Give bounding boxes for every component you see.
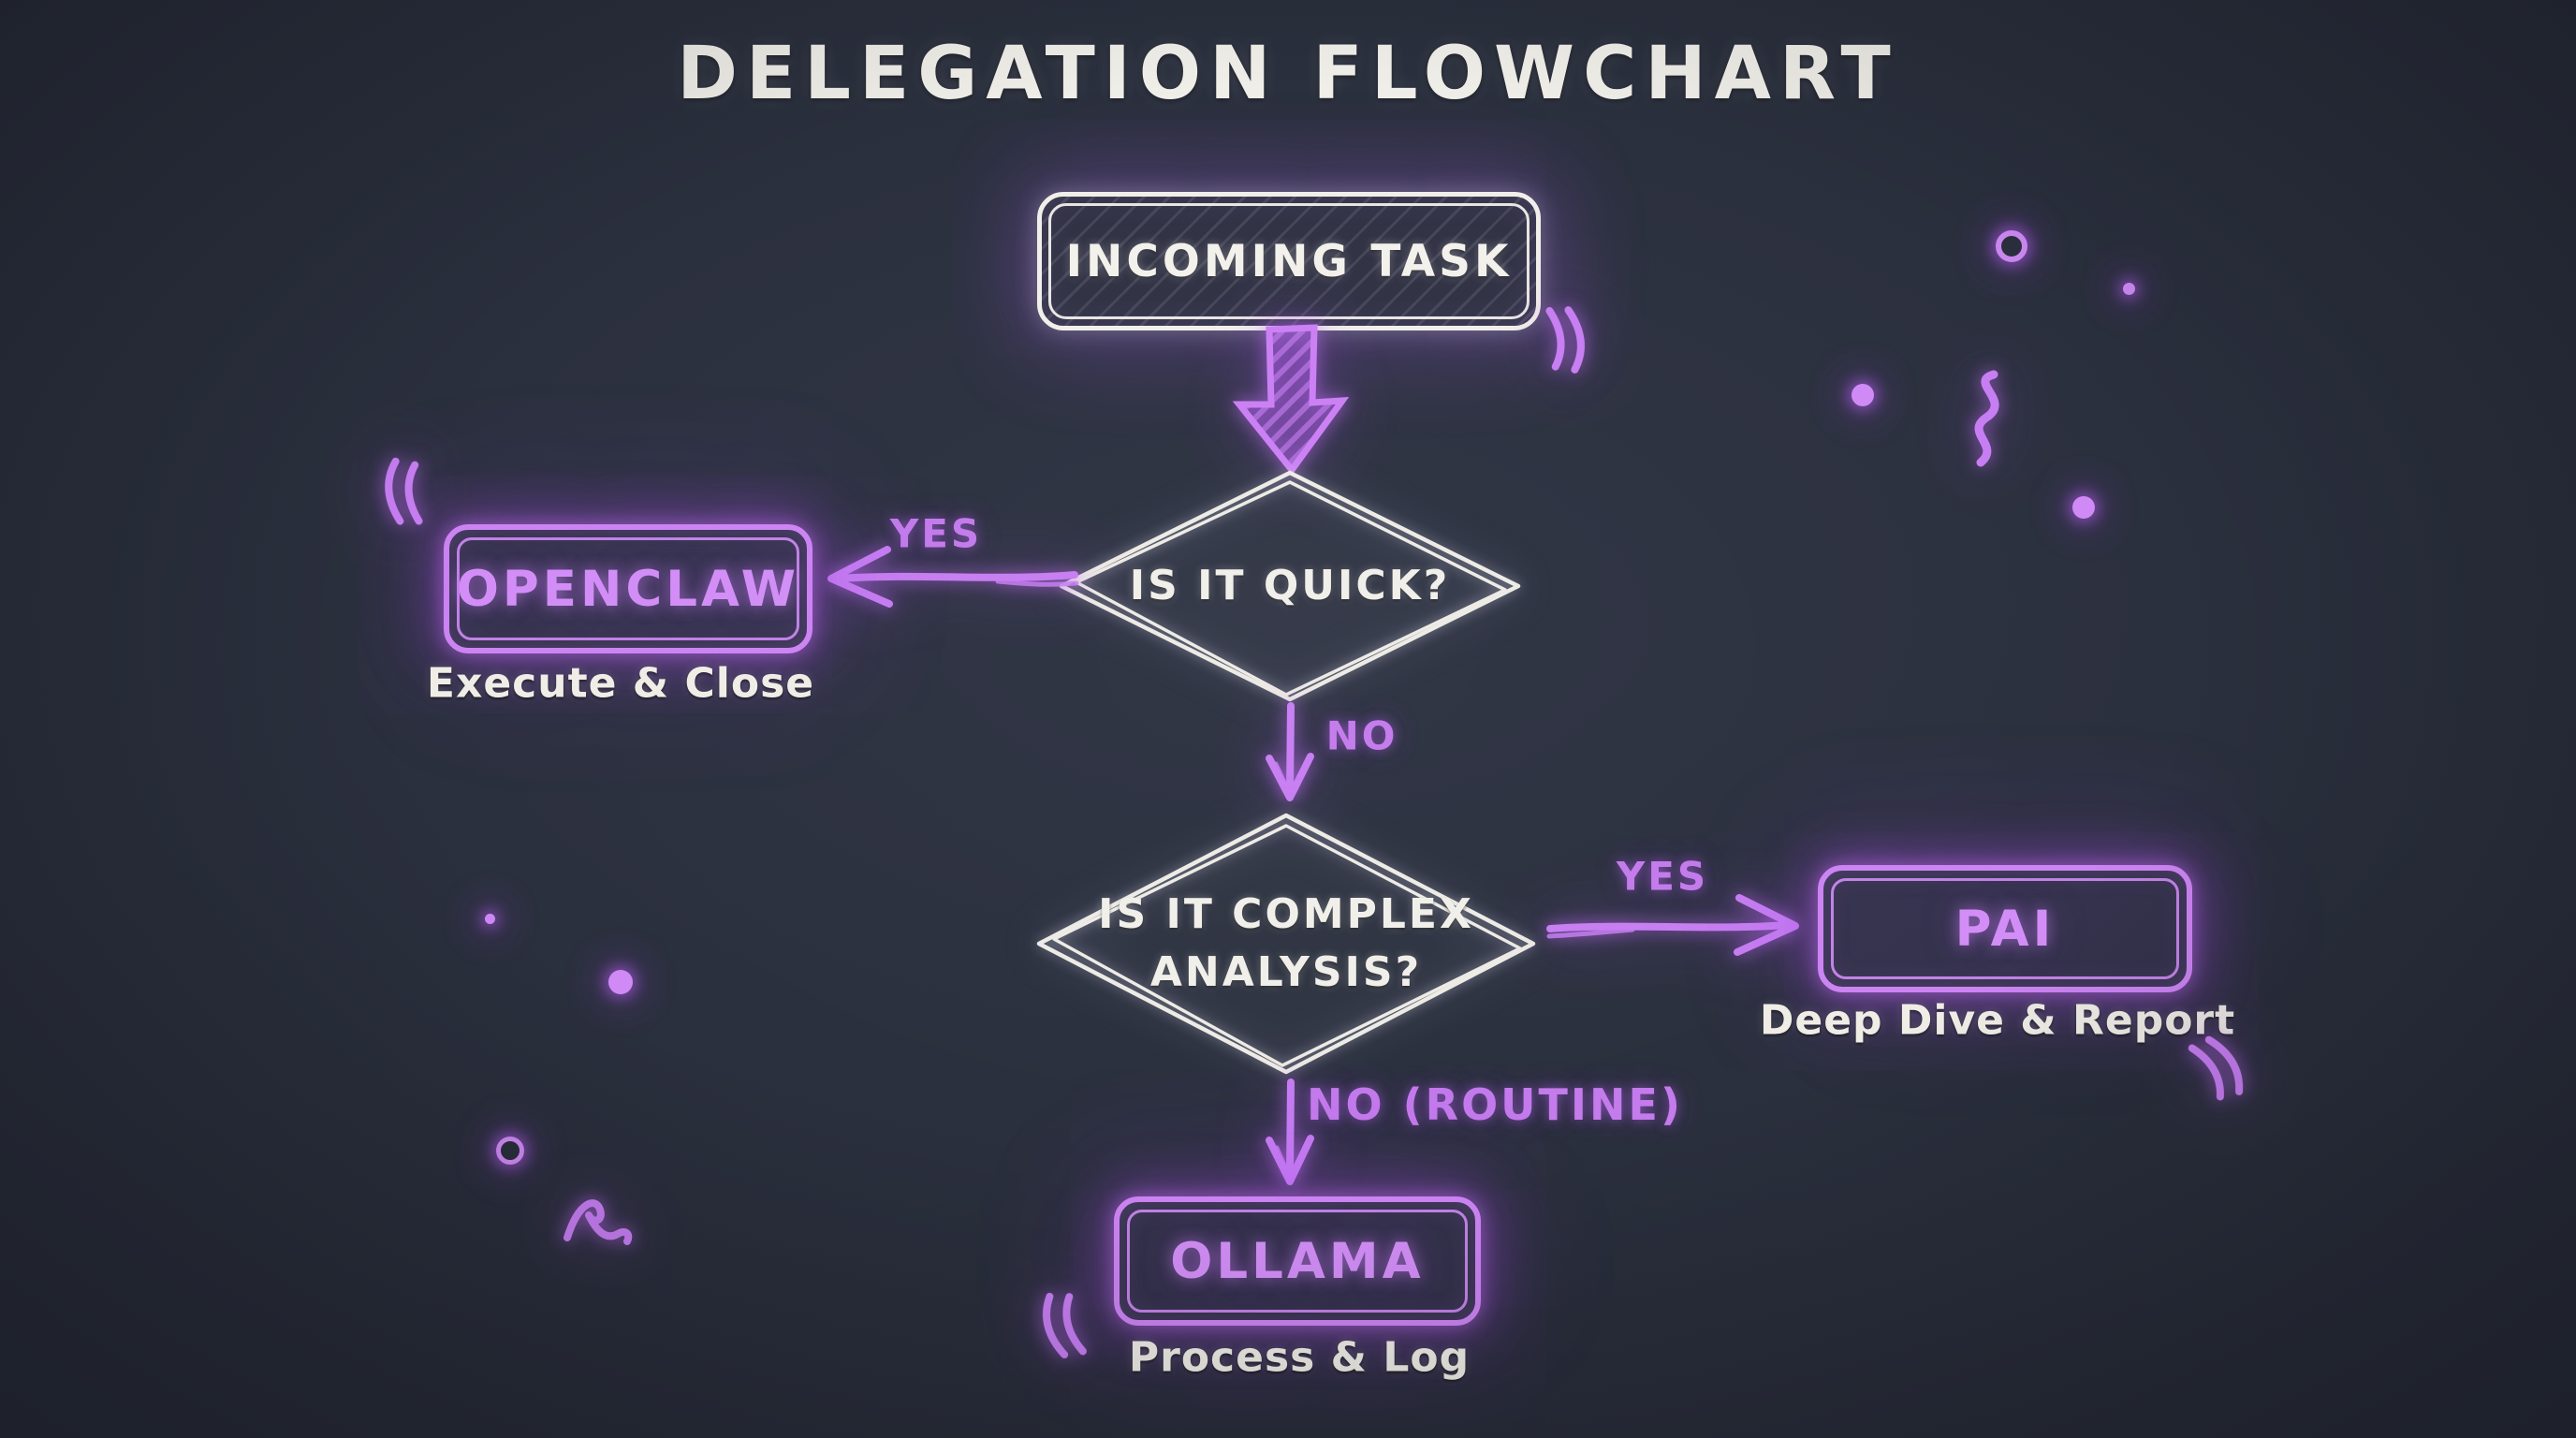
glow-dot bbox=[608, 970, 633, 994]
motion-marks-ollama bbox=[1043, 1292, 1087, 1358]
node-ollama-label: OLLAMA bbox=[1170, 1232, 1425, 1290]
node-pai: PAI bbox=[1818, 865, 2192, 992]
block-arrow-incoming-to-quick bbox=[1232, 324, 1350, 476]
decision-complex-shape bbox=[1036, 813, 1536, 1075]
edge-label-complex-no: NO (ROUTINE) bbox=[1307, 1079, 1683, 1130]
arrow-complex-yes bbox=[1546, 894, 1799, 956]
node-openclaw-sublabel: Execute & Close bbox=[426, 659, 815, 708]
arrow-complex-no bbox=[1266, 1078, 1314, 1185]
glow-dot-ring bbox=[1996, 230, 2027, 262]
squiggle-doodle-bottom-left bbox=[564, 1199, 633, 1245]
motion-marks-pai bbox=[2188, 1035, 2244, 1101]
edge-label-quick-yes: YES bbox=[889, 510, 983, 557]
glow-dot-ring bbox=[496, 1137, 524, 1165]
edge-label-complex-yes: YES bbox=[1616, 853, 1709, 900]
node-incoming-task-label: INCOMING TASK bbox=[1065, 235, 1513, 287]
page-title: DELEGATION FLOWCHART bbox=[677, 32, 1899, 116]
glow-dot bbox=[2123, 283, 2135, 295]
arrow-quick-yes bbox=[827, 546, 1079, 608]
node-pai-label: PAI bbox=[1954, 900, 2056, 958]
glow-dot bbox=[2072, 496, 2095, 519]
node-pai-sublabel: Deep Dive & Report bbox=[1759, 996, 2236, 1045]
edge-label-quick-no: NO bbox=[1325, 712, 1398, 759]
squiggle-doodle-top-right bbox=[1974, 370, 1999, 467]
motion-marks-incoming bbox=[1545, 306, 1585, 374]
arrow-quick-no bbox=[1266, 702, 1314, 801]
node-openclaw-label: OPENCLAW bbox=[456, 560, 800, 618]
motion-marks-openclaw bbox=[385, 457, 423, 525]
node-openclaw: OPENCLAW bbox=[444, 524, 812, 653]
glow-dot bbox=[485, 914, 495, 924]
node-ollama-sublabel: Process & Log bbox=[1128, 1333, 1471, 1382]
decision-quick-shape bbox=[1059, 470, 1521, 702]
node-incoming-task: INCOMING TASK bbox=[1037, 192, 1541, 330]
glow-dot bbox=[1852, 384, 1874, 406]
node-ollama: OLLAMA bbox=[1114, 1196, 1481, 1326]
